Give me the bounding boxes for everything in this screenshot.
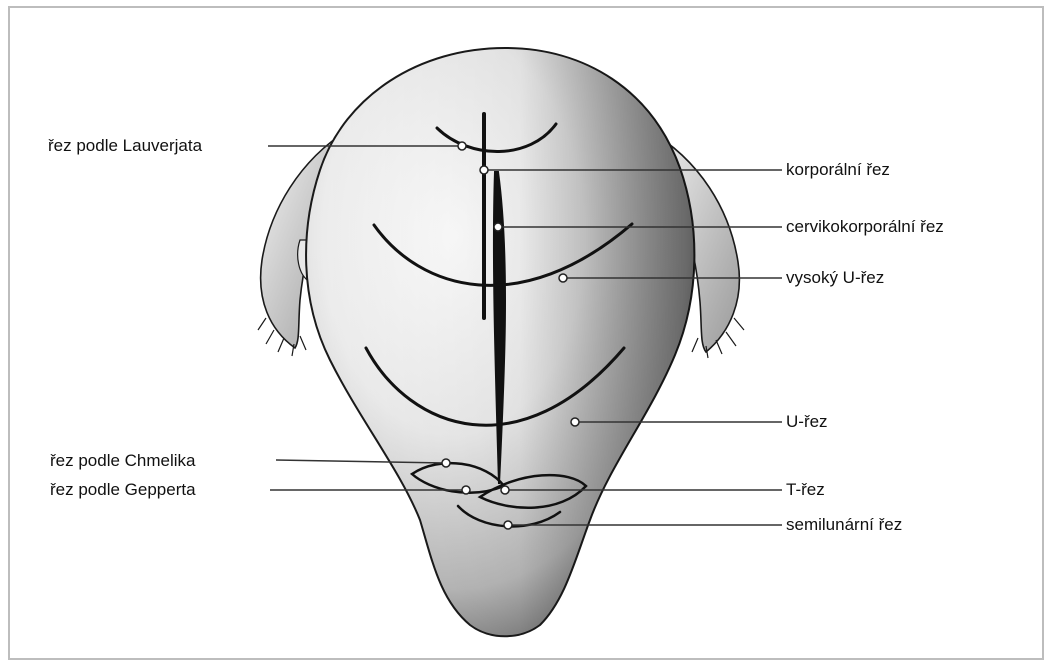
marker-geppert	[462, 486, 470, 494]
marker-corporal	[480, 166, 488, 174]
label-chmelik: řez podle Chmelika	[50, 451, 196, 471]
marker-t	[501, 486, 509, 494]
marker-cervicocorporal	[494, 223, 502, 231]
marker-high-u	[559, 274, 567, 282]
label-u-rez: U-řez	[786, 412, 828, 432]
label-vysoky-u: vysoký U-řez	[786, 268, 884, 288]
label-t-rez: T-řez	[786, 480, 825, 500]
marker-chmelik	[442, 459, 450, 467]
marker-u	[571, 418, 579, 426]
label-semilunarni: semilunární řez	[786, 515, 902, 535]
label-lauverjat: řez podle Lauverjata	[48, 136, 202, 156]
label-korporalni: korporální řez	[786, 160, 890, 180]
label-cervikokorporalni: cervikokorporální řez	[786, 217, 944, 237]
marker-semilunar	[504, 521, 512, 529]
label-geppert: řez podle Gepperta	[50, 480, 196, 500]
marker-lauverjat	[458, 142, 466, 150]
